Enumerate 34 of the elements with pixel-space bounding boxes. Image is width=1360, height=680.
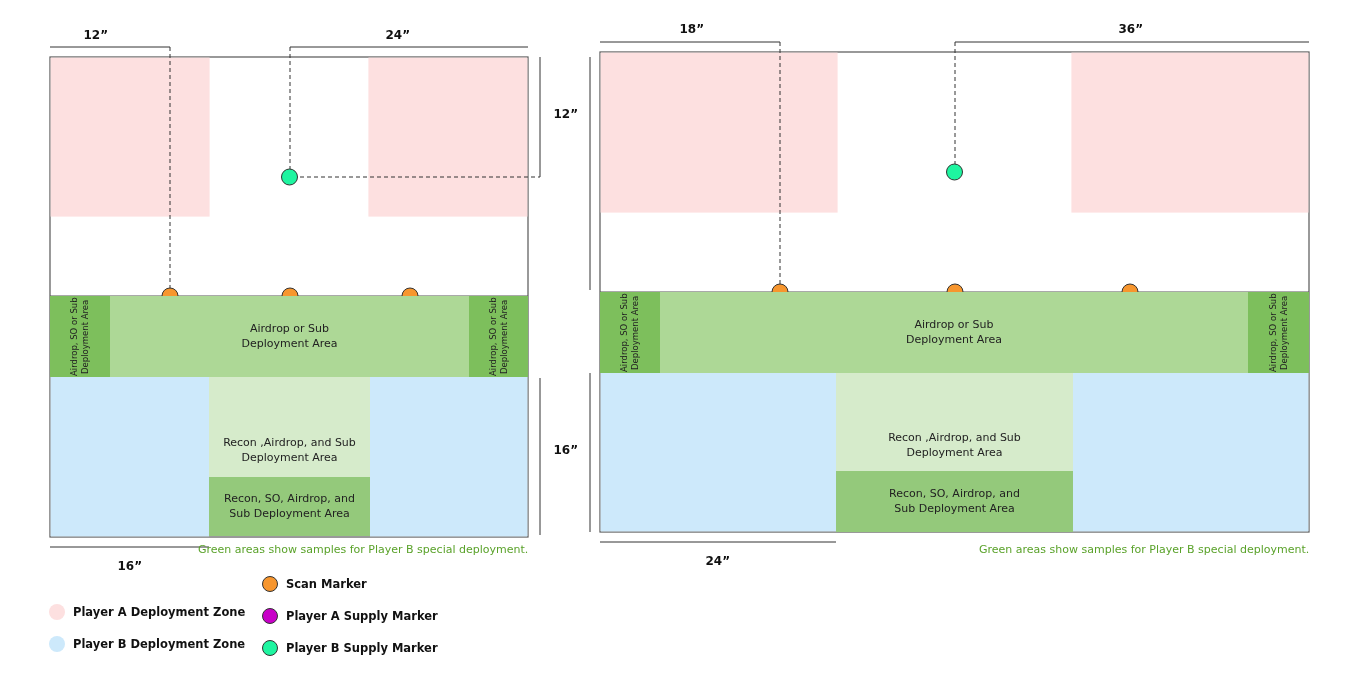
dimension-label: 12”: [553, 107, 579, 121]
deployment-area: [1248, 292, 1309, 373]
dimension-label: 36”: [1118, 22, 1144, 36]
deployment-area: [469, 296, 528, 377]
deployment-area: [209, 477, 370, 536]
legend-label: Player B Supply Marker: [286, 641, 438, 655]
deployment-area: [836, 373, 1073, 471]
dimension-label: 24”: [705, 554, 731, 568]
deployment-area: [110, 296, 469, 377]
area-label: Recon, SO, Airdrop, and Sub Deployment Area: [888, 486, 1021, 517]
deployment-area: [50, 296, 110, 377]
area-label: Airdrop, SO or Sub Deployment Area: [69, 296, 91, 377]
area-label: Recon, SO, Airdrop, and Sub Deployment Area: [223, 491, 356, 522]
area-label: Airdrop, SO or Sub Deployment Area: [1267, 292, 1290, 373]
dimension-label: 24”: [385, 28, 411, 42]
dimension-label: 12”: [83, 28, 109, 42]
area-label: Recon ,Airdrop, and Sub Deployment Area: [887, 431, 1022, 461]
area-label: Airdrop, SO or Sub Deployment Area: [619, 292, 641, 373]
area-label: Airdrop, SO or Sub Deployment Area: [487, 296, 510, 377]
deployment-area: [836, 471, 1073, 532]
dimension-label: 16”: [553, 443, 579, 457]
deployment-area: [600, 292, 660, 373]
dimension-label: 18”: [679, 22, 705, 36]
legend-label: Player A Deployment Zone: [73, 605, 246, 619]
legend-label: Player B Deployment Zone: [73, 637, 246, 651]
deployment-area: [660, 292, 1248, 373]
area-label: Airdrop or Sub Deployment Area: [240, 321, 339, 352]
area-label: Airdrop or Sub Deployment Area: [904, 317, 1004, 348]
legend-label: Player A Supply Marker: [286, 609, 438, 623]
legend-label: Scan Marker: [286, 577, 367, 591]
dimension-label: 16”: [117, 559, 143, 573]
note-text: Green areas show samples for Player B special deployment.: [979, 543, 1310, 556]
area-label: Recon ,Airdrop, and Sub Deployment Area: [222, 436, 357, 466]
deployment-area: [209, 377, 370, 477]
